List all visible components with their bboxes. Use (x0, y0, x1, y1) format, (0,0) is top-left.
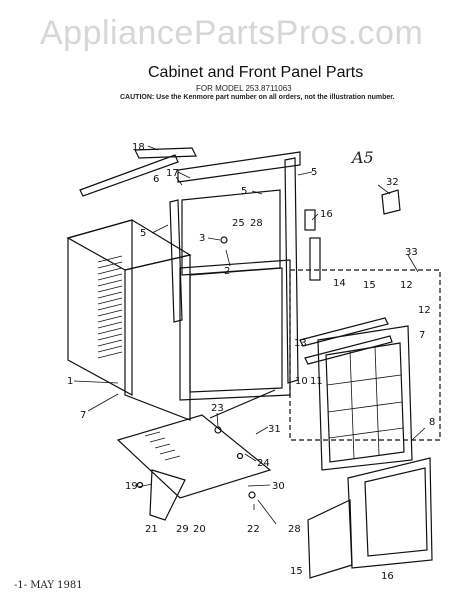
model-number: FOR MODEL 253.8711063 (196, 84, 292, 93)
callout-26: 24 (257, 458, 270, 469)
callout-12: 12 (400, 280, 413, 291)
callout-28: 28 (250, 218, 263, 229)
right-post (284, 157, 299, 384)
watermark: AppliancePartsPros.com (40, 14, 424, 52)
callout-24: 22 (247, 524, 260, 535)
callout-21: 19 (125, 481, 138, 492)
grille-inner (325, 342, 405, 463)
screw (136, 481, 144, 489)
cabinet-side (124, 254, 191, 421)
louver-blade-lower (304, 335, 393, 365)
callout-22: 20 (193, 524, 206, 535)
callout-23: 21 (145, 524, 158, 535)
callout-12: 12 (418, 305, 431, 316)
grille-assembly-outline (289, 269, 441, 441)
top-rail-back (79, 154, 179, 197)
footer-date: -1- MAY 1981 (14, 580, 83, 591)
front-panel-right (347, 457, 433, 569)
callout-6: 6 (153, 174, 159, 185)
callout-31: 31 (268, 424, 281, 435)
callout-17: 16 (381, 571, 394, 582)
callout-5: 5 (140, 228, 146, 239)
callout-labels: 18 17 6 5 5 5 25 28 3 2 16 32 33 14 15 1… (67, 142, 435, 582)
callout-14: 14 (333, 278, 346, 289)
callout-8: 7 (419, 330, 425, 341)
divider-panel (181, 189, 281, 276)
callout-20: 18 (132, 142, 145, 153)
louver-blade-upper (299, 317, 389, 347)
section-code: A5 (352, 148, 374, 167)
top-frame (177, 151, 301, 183)
screw (220, 236, 228, 244)
callout-28: 28 (288, 524, 301, 535)
callout-7: 7 (80, 410, 86, 421)
diagram-title: Cabinet and Front Panel Parts (148, 64, 364, 81)
screw (236, 452, 244, 460)
cabinet-shell (67, 219, 133, 397)
grille-frame (317, 325, 413, 471)
callout-11: 11 (310, 376, 323, 387)
front-panel-inner (364, 467, 428, 557)
callout-10: 10 (295, 376, 308, 387)
grille-mesh (326, 346, 404, 460)
screw (248, 491, 256, 499)
caution-note: CAUTION: Use the Kenmore part number on … (120, 94, 395, 101)
callout-30: 30 (272, 481, 285, 492)
top-rail (134, 147, 197, 159)
callout-1: 1 (67, 376, 73, 387)
callout-27: 25 (232, 218, 245, 229)
callout-13: 13 (294, 338, 307, 349)
callout-4: 5 (241, 186, 247, 197)
control-shaft (209, 389, 276, 419)
mounting-bracket (381, 189, 401, 215)
callout-5: 5 (311, 167, 317, 178)
support-brace (149, 469, 186, 521)
callout-33: 33 (405, 247, 418, 258)
callout-32: 32 (386, 177, 399, 188)
control-panel (116, 414, 272, 499)
front-frame (179, 259, 291, 401)
callout-29: 29 (176, 524, 189, 535)
control-panel-slots (144, 431, 181, 461)
callout-19: 17 (166, 168, 179, 179)
front-panel-left (307, 499, 353, 579)
front-frame-inner (189, 267, 283, 393)
callout-18: 16 (320, 209, 333, 220)
cabinet-louvers (97, 255, 123, 359)
callout-16: 15 (290, 566, 303, 577)
callout-2: 2 (224, 266, 230, 277)
filter-strip-upper (304, 209, 316, 231)
callout-leaders (73, 145, 426, 525)
callout-9: 8 (429, 417, 435, 428)
left-post (169, 199, 183, 323)
callout-3: 3 (199, 233, 205, 244)
callout-15: 15 (363, 280, 376, 291)
callout-25: 23 (211, 403, 224, 414)
filter-strip-lower (309, 237, 321, 281)
